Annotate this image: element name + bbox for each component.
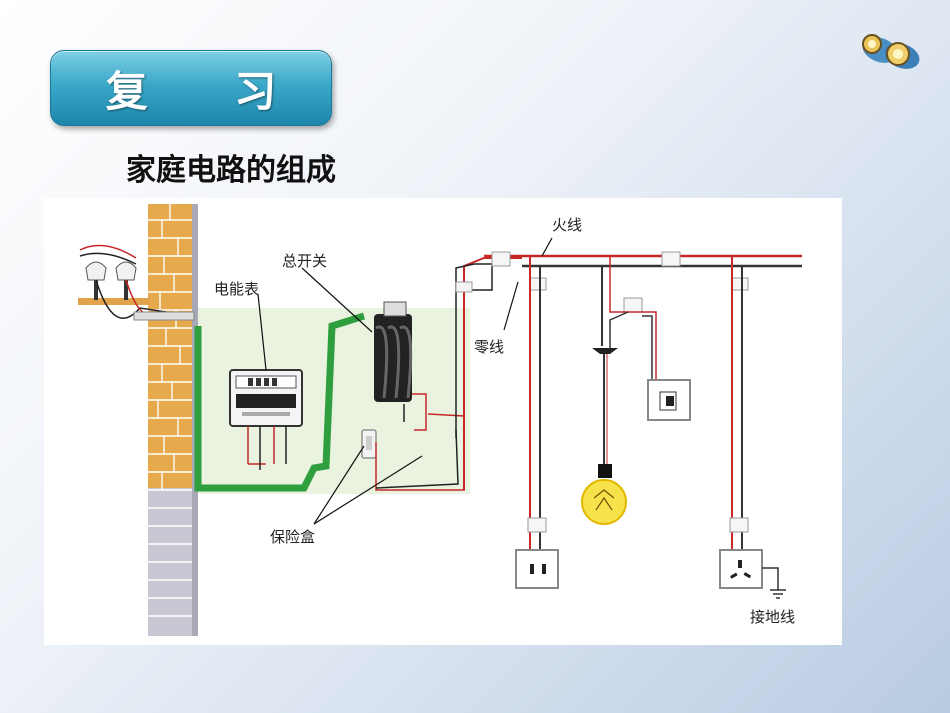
circuit-diagram: 火线 总开关 电能表 零线 保险盒 接地线 [44, 198, 842, 645]
circuit-svg: 火线 总开关 电能表 零线 保险盒 接地线 [78, 204, 802, 636]
pole-insulators [78, 244, 195, 321]
slide-subtitle: 家庭电路的组成 [126, 153, 336, 188]
fuse-box [361, 429, 377, 459]
binoculars-icon [862, 34, 920, 69]
label-main-switch: 总开关 [282, 252, 327, 270]
service-cable [194, 312, 366, 492]
brick-wall [148, 204, 198, 636]
lamp-holder [592, 348, 618, 354]
main-switch [374, 301, 413, 402]
title-badge: 复 习 [50, 50, 332, 126]
label-fuse-box: 保险盒 [270, 528, 315, 546]
label-fire-wire: 火线 [552, 216, 582, 234]
label-ground-wire: 接地线 [750, 608, 795, 626]
wall-switch [647, 379, 691, 421]
label-neutral-wire: 零线 [474, 338, 504, 356]
slide-title: 复 习 [105, 66, 313, 116]
ground-wire [762, 567, 779, 590]
energy-meter [229, 369, 303, 427]
three-pin-socket [719, 549, 763, 589]
label-meter: 电能表 [214, 280, 259, 298]
light-bulb [581, 479, 627, 525]
two-pin-socket [515, 549, 559, 589]
